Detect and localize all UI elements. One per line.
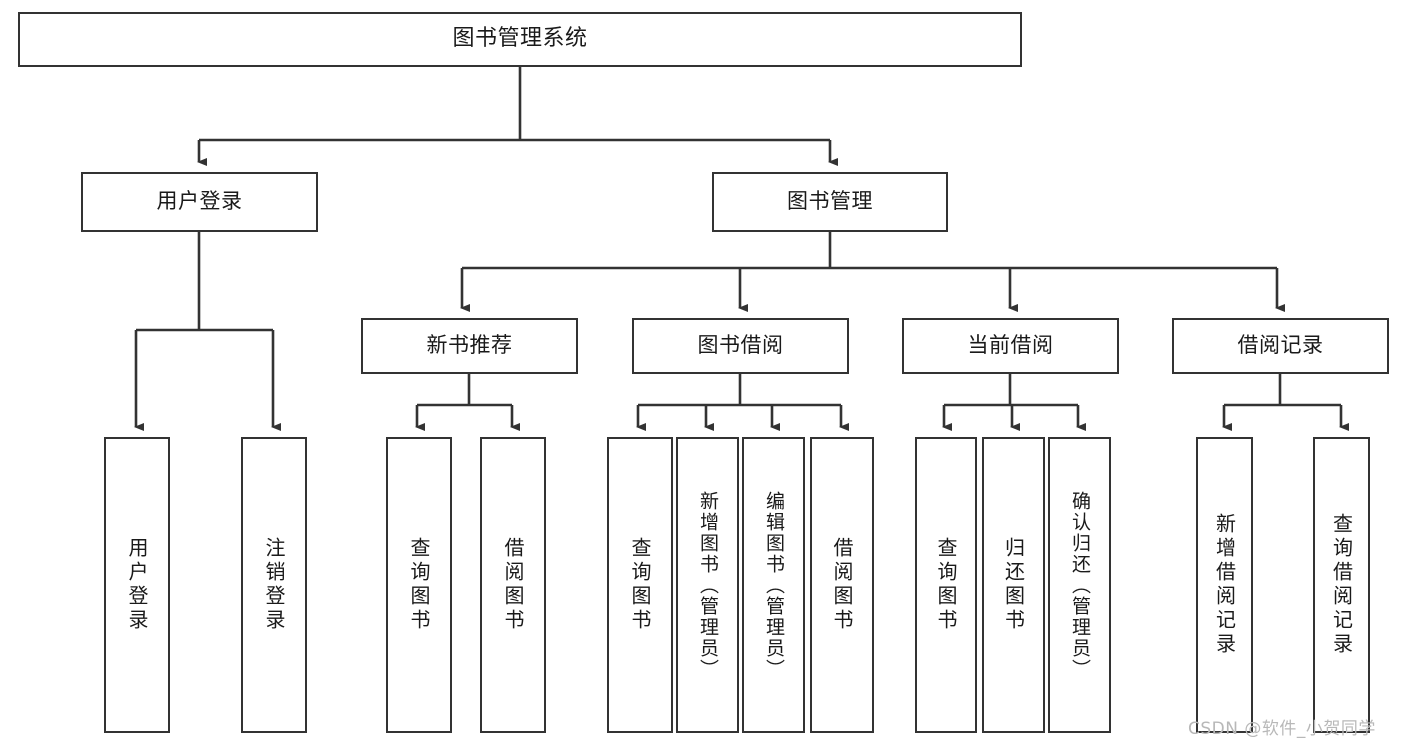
node-box-leaf-confirm-return-admin[interactable]: 确认归还（管理员） (1048, 437, 1111, 733)
node-box-leaf-borrow-book-bb[interactable]: 借阅图书 (810, 437, 874, 733)
node-label: 注销登录 (262, 537, 286, 633)
node-box-borrow-record[interactable]: 借阅记录 (1172, 318, 1389, 374)
node-box-leaf-user-logout[interactable]: 注销登录 (241, 437, 307, 733)
node-box-leaf-borrow-book-rec[interactable]: 借阅图书 (480, 437, 546, 733)
node-box-new-book-rec[interactable]: 新书推荐 (361, 318, 578, 374)
node-label: 归还图书 (1001, 537, 1026, 633)
node-label: 查询借阅记录 (1329, 513, 1354, 657)
node-box-leaf-query-book-rec[interactable]: 查询图书 (386, 437, 452, 733)
node-label: 查询图书 (628, 537, 652, 633)
node-label: 借阅图书 (830, 537, 854, 633)
node-label: 新增图书（管理员） (697, 490, 719, 680)
node-box-book-borrow[interactable]: 图书借阅 (632, 318, 849, 374)
node-box-leaf-add-borrow-record[interactable]: 新增借阅记录 (1196, 437, 1253, 733)
node-box-leaf-add-book-admin[interactable]: 新增图书（管理员） (676, 437, 739, 733)
node-box-current-borrow[interactable]: 当前借阅 (902, 318, 1119, 374)
node-label: 确认归还（管理员） (1069, 490, 1091, 680)
node-box-leaf-query-borrow-record[interactable]: 查询借阅记录 (1313, 437, 1370, 733)
node-box-user-login[interactable]: 用户登录 (81, 172, 318, 232)
node-box-leaf-query-book-bb[interactable]: 查询图书 (607, 437, 673, 733)
node-label: 查询图书 (407, 537, 431, 633)
node-label: 图书管理系统 (452, 26, 588, 52)
node-label: 用户登录 (125, 537, 149, 633)
node-label: 图书借阅 (697, 333, 784, 358)
node-box-leaf-edit-book-admin[interactable]: 编辑图书（管理员） (742, 437, 805, 733)
node-box-leaf-query-book-cb[interactable]: 查询图书 (915, 437, 977, 733)
node-label: 借阅记录 (1237, 333, 1324, 358)
node-label: 查询图书 (934, 537, 958, 633)
node-box-book-manage[interactable]: 图书管理 (712, 172, 948, 232)
node-label: 图书管理 (787, 189, 873, 214)
node-box-leaf-return-book[interactable]: 归还图书 (982, 437, 1045, 733)
node-label: 新书推荐 (426, 333, 513, 358)
node-box-root[interactable]: 图书管理系统 (18, 12, 1022, 67)
node-label: 用户登录 (156, 189, 243, 214)
node-label: 借阅图书 (501, 537, 525, 633)
node-box-leaf-user-login[interactable]: 用户登录 (104, 437, 170, 733)
node-label: 新增借阅记录 (1212, 513, 1237, 657)
node-label: 当前借阅 (967, 333, 1054, 358)
node-label: 编辑图书（管理员） (763, 490, 785, 680)
